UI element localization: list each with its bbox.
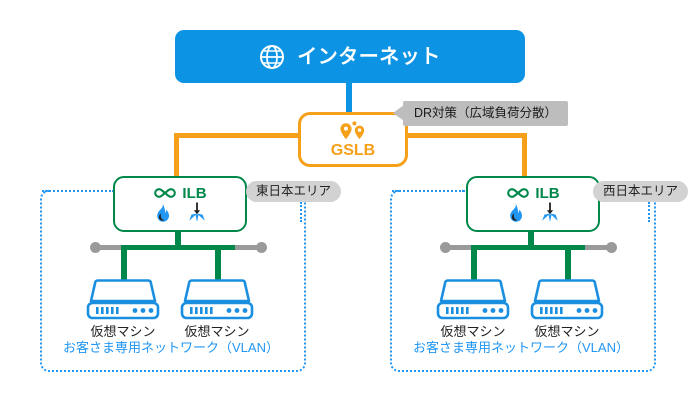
link-gslb-left <box>174 133 300 138</box>
vm-west-1: 仮想マシン <box>434 279 512 338</box>
link-ilb-bus-east <box>175 228 181 248</box>
vm-label-east-2: 仮想マシン <box>184 324 250 339</box>
server-icon <box>178 279 256 321</box>
load-distribute-icon <box>538 202 562 223</box>
flame-icon <box>504 202 525 223</box>
link-gslb-right <box>400 133 527 138</box>
link-bus-h-west <box>471 245 585 250</box>
server-icon <box>434 279 512 321</box>
server-icon <box>528 279 606 321</box>
internet-node: インターネット <box>175 30 525 83</box>
flame-icon <box>151 202 172 223</box>
vm-label-west-1: 仮想マシン <box>440 324 506 339</box>
vm-west-2: 仮想マシン <box>528 279 606 338</box>
link-bus-vm1-east <box>121 245 127 283</box>
link-gslb-ilb-east <box>174 133 179 178</box>
bus-endpoint-east-right <box>256 242 267 253</box>
link-ilb-bus-west <box>528 228 534 248</box>
vm-east-2: 仮想マシン <box>178 279 256 338</box>
link-gslb-ilb-west <box>522 133 527 178</box>
vm-label-west-2: 仮想マシン <box>534 324 600 339</box>
infinity-icon <box>153 186 177 200</box>
infinity-icon <box>506 186 530 200</box>
gslb-node: GSLB <box>298 112 408 167</box>
bus-endpoint-west-right <box>606 242 617 253</box>
link-internet-gslb <box>346 83 352 114</box>
ilb-node-east: ILB <box>113 176 247 232</box>
bus-endpoint-west-left <box>440 242 451 253</box>
globe-icon <box>259 44 285 70</box>
area-leader-west-down <box>648 202 650 222</box>
map-pin-icon <box>336 120 370 142</box>
area-leader-east-down <box>300 202 302 222</box>
load-distribute-icon <box>185 202 209 223</box>
area-label-east: 東日本エリア <box>246 181 342 202</box>
link-bus-vm2-east <box>215 245 221 283</box>
link-bus-h-east <box>121 245 235 250</box>
vlan-caption-east: お客さま専用ネットワーク（VLAN） <box>63 340 279 355</box>
vm-label-east-1: 仮想マシン <box>90 324 156 339</box>
vm-east-1: 仮想マシン <box>84 279 162 338</box>
callout-arrow-icon <box>393 105 404 121</box>
bus-endpoint-east-left <box>90 242 101 253</box>
area-label-west: 西日本エリア <box>593 181 689 202</box>
gslb-label: GSLB <box>330 141 376 159</box>
ilb-label-west: ILB <box>535 184 560 202</box>
server-icon <box>84 279 162 321</box>
ilb-label-east: ILB <box>182 184 207 202</box>
link-bus-vm2-west <box>565 245 571 283</box>
vlan-caption-west: お客さま専用ネットワーク（VLAN） <box>413 340 629 355</box>
link-bus-vm1-west <box>471 245 477 283</box>
dr-callout-label: DR対策（広域負荷分散） <box>414 106 558 121</box>
ilb-node-west: ILB <box>466 176 600 232</box>
internet-label: インターネット <box>297 45 441 68</box>
dr-callout: DR対策（広域負荷分散） <box>403 101 569 126</box>
